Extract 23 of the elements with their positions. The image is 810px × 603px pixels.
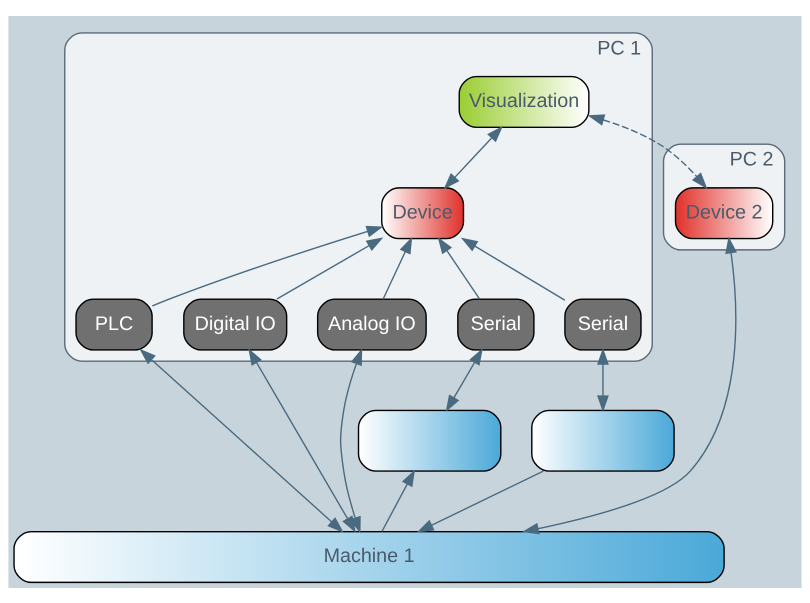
- node-box: Serial: [457, 298, 535, 350]
- node-box: PLC: [75, 298, 153, 350]
- node-box: Device: [381, 186, 464, 239]
- node-box: Device 2: [674, 186, 774, 239]
- arrow: [522, 236, 737, 534]
- node-box: Machine 1: [13, 530, 725, 583]
- arrow: [381, 469, 416, 532]
- node-box: Digital IO: [183, 298, 288, 350]
- arrow: [587, 114, 708, 189]
- arrow: [444, 125, 503, 189]
- node-box: Serial: [564, 298, 642, 350]
- node-box: [531, 409, 675, 472]
- arrow: [382, 236, 412, 299]
- arrow: [460, 237, 566, 300]
- node-box: Analog IO: [316, 298, 427, 350]
- node-box: [358, 409, 502, 472]
- arrow: [597, 347, 609, 412]
- arrow: [276, 236, 384, 300]
- arrow: [416, 470, 544, 532]
- arrow: [152, 225, 384, 306]
- arrow: [438, 236, 480, 300]
- arrow: [139, 348, 344, 532]
- arrow: [446, 348, 483, 412]
